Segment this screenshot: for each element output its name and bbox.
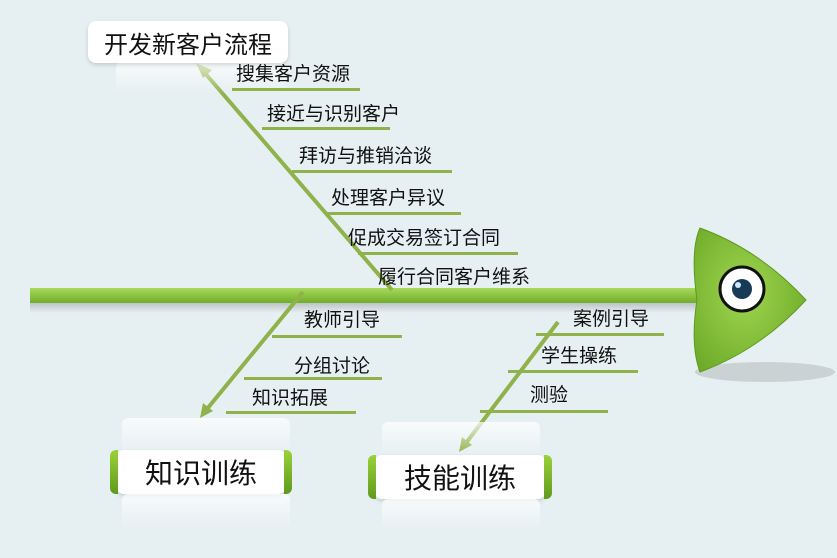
- branch-underline-top-4: [325, 212, 461, 215]
- branch-label-right-3: 测验: [530, 384, 568, 406]
- branch-label-right-1: 案例引导: [573, 308, 649, 330]
- branch-label-top-2: 接近与识别客户: [267, 103, 400, 125]
- branch-underline-top-5: [358, 252, 518, 255]
- right-category-label: 技能训练: [404, 457, 516, 497]
- branch-label-top-5: 促成交易签订合同: [348, 227, 500, 249]
- right-box-cap-left: [368, 455, 376, 499]
- branch-underline-left-1: [272, 335, 402, 338]
- branch-label-top-3: 拜访与推销洽谈: [299, 145, 432, 167]
- branch-label-left-1: 教师引导: [304, 309, 380, 331]
- fish-eye-highlight: [735, 282, 741, 288]
- branch-underline-right-3: [480, 410, 608, 413]
- branch-label-top-4: 处理客户异议: [331, 187, 445, 209]
- branch-label-top-6: 履行合同客户维系: [378, 266, 530, 288]
- branch-label-top-1: 搜集客户资源: [236, 63, 350, 85]
- left-category-label: 知识训练: [145, 452, 257, 492]
- branch-underline-top-3: [292, 170, 452, 173]
- branch-label-left-3: 知识拓展: [252, 387, 328, 409]
- branch-underline-right-1: [536, 333, 664, 336]
- branch-underline-top-2: [262, 127, 390, 130]
- branch-label-right-2: 学生操练: [541, 345, 617, 367]
- right-box-cap-right: [544, 455, 552, 499]
- fishbone-spine: [30, 288, 730, 303]
- branch-underline-right-2: [508, 370, 638, 373]
- left-box-cap-left: [110, 450, 118, 494]
- right-box-bottom-reflection: [382, 499, 540, 531]
- left-box-cap-right: [284, 450, 292, 494]
- branch-underline-left-2: [244, 377, 382, 380]
- branch-underline-top-1: [232, 88, 360, 91]
- right-category-box: 技能训练: [374, 455, 546, 499]
- top-category-label: 开发新客户流程: [104, 25, 272, 60]
- top-category-box: 开发新客户流程: [88, 21, 288, 63]
- left-box-top-reflection: [122, 418, 290, 454]
- right-box-top-reflection: [382, 422, 540, 456]
- branch-underline-left-3: [226, 411, 356, 414]
- fish-pupil: [732, 279, 752, 299]
- left-category-box: 知识训练: [116, 450, 286, 494]
- left-box-bottom-reflection: [122, 494, 290, 528]
- branch-label-left-2: 分组讨论: [294, 355, 370, 377]
